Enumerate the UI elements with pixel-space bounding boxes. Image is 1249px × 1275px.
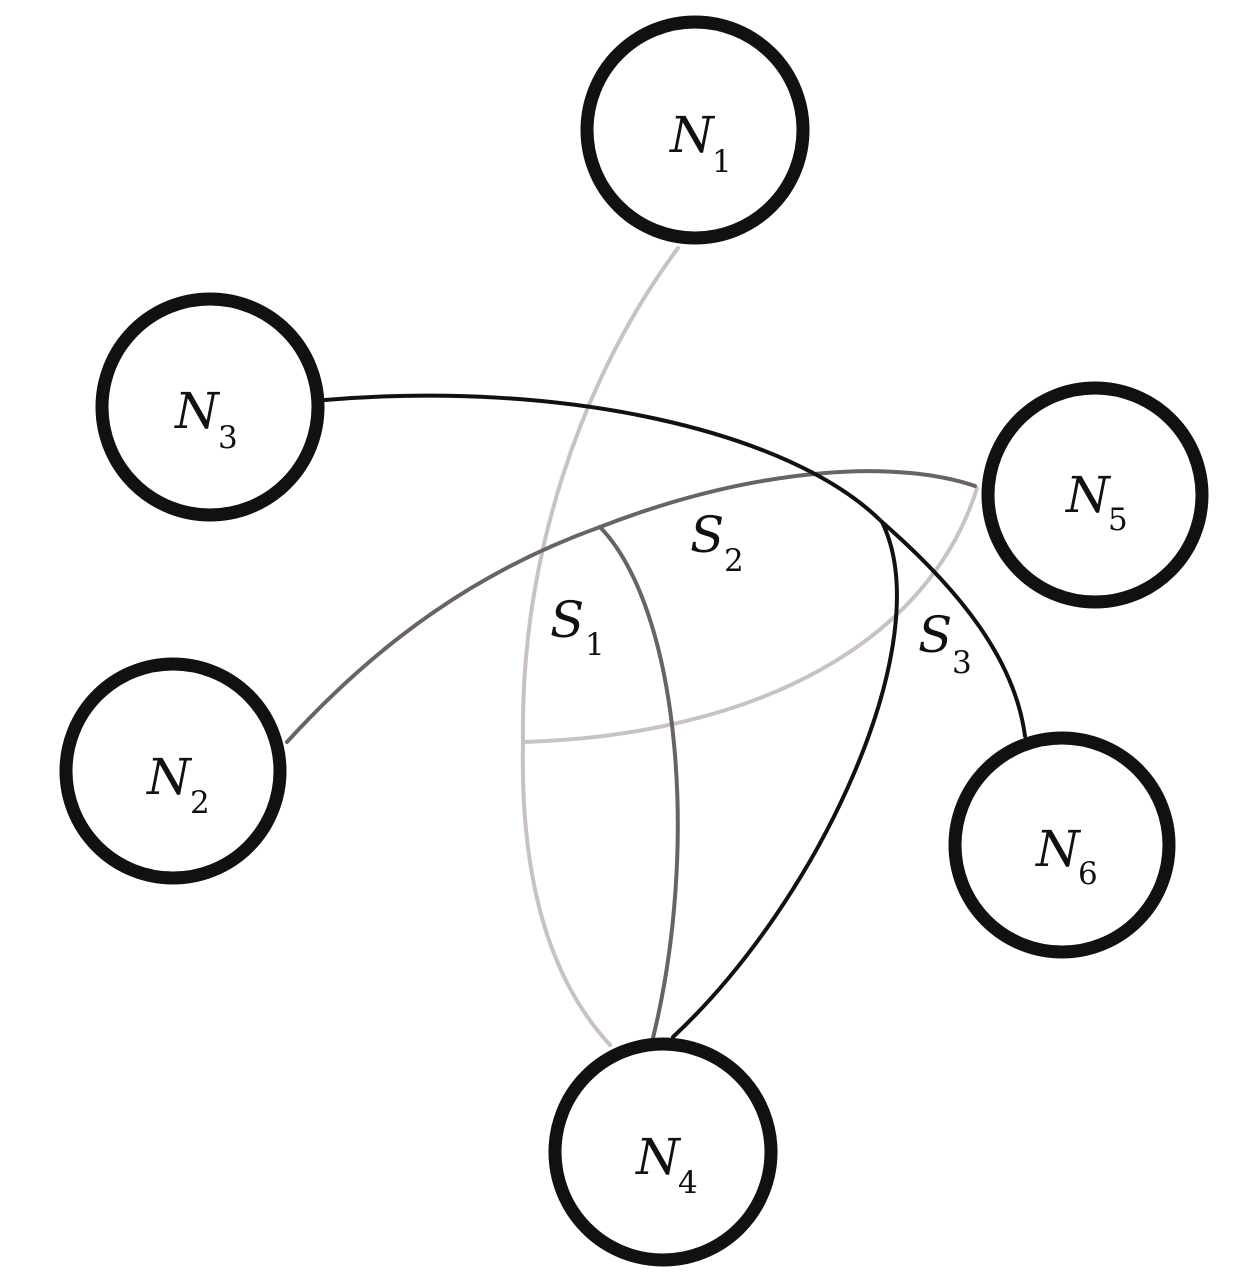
hyperedge-s1 — [520, 246, 979, 1047]
svg-text:N: N — [669, 106, 716, 164]
s2-branch-n2 — [285, 525, 602, 744]
node-n5: N 5 — [981, 381, 1209, 609]
hyperedge-label-s3: S 3 — [918, 606, 972, 681]
svg-text:3: 3 — [952, 645, 972, 681]
s1-branch-n1 — [520, 246, 680, 744]
s1-branch-n4 — [520, 740, 612, 1047]
svg-text:2: 2 — [724, 543, 744, 579]
svg-text:S: S — [550, 591, 584, 649]
svg-text:N: N — [1035, 820, 1082, 878]
hyperedge-s3 — [323, 393, 1027, 1039]
hyperedge-label-s2: S 2 — [690, 506, 744, 579]
s3-branch-n4 — [671, 520, 899, 1039]
svg-text:N: N — [1065, 466, 1112, 524]
svg-text:3: 3 — [218, 420, 238, 456]
svg-text:N: N — [146, 748, 193, 806]
node-n6: N 6 — [948, 731, 1176, 959]
s3-branch-n3 — [323, 393, 884, 524]
svg-text:5: 5 — [1108, 502, 1128, 538]
svg-text:1: 1 — [712, 144, 732, 180]
s3-branch-n6 — [880, 520, 1027, 738]
node-n4: N 4 — [548, 1037, 778, 1267]
s1-branch-n5 — [521, 486, 979, 744]
svg-text:4: 4 — [678, 1165, 698, 1201]
s2-branch-n4 — [598, 525, 680, 1044]
hyperedge-s2 — [285, 469, 977, 1044]
svg-text:S: S — [918, 606, 952, 664]
svg-text:N: N — [635, 1128, 682, 1186]
s2-branch-n5 — [598, 469, 977, 529]
svg-text:6: 6 — [1078, 856, 1098, 892]
hyperedge-label-s1: S 1 — [550, 591, 605, 663]
svg-text:S: S — [690, 506, 724, 564]
node-n2: N 2 — [59, 657, 287, 885]
svg-text:1: 1 — [585, 627, 605, 663]
svg-text:N: N — [174, 382, 221, 440]
svg-text:2: 2 — [190, 785, 210, 821]
node-n3: N 3 — [95, 292, 325, 522]
node-n1: N 1 — [580, 15, 810, 245]
